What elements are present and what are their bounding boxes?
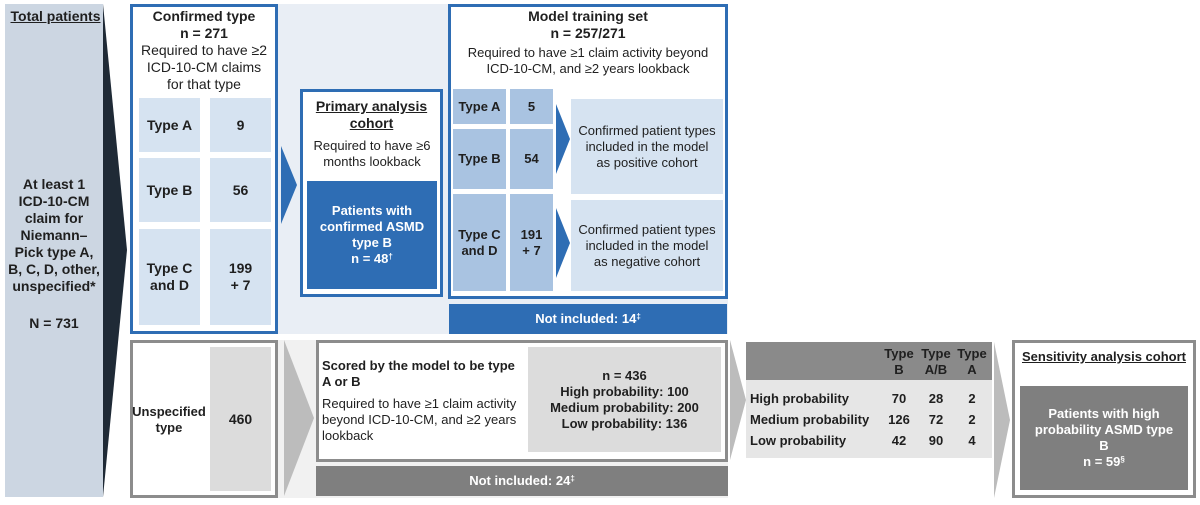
- confirmed-type-n: n = 271: [180, 25, 228, 41]
- training-set-requirement: Required to have ≥1 claim activity beyon…: [467, 45, 709, 76]
- confirmed-row-label: Type C and D: [139, 229, 200, 325]
- probability-table-header-bg: [746, 342, 992, 380]
- confirmed-row-value: 56: [210, 158, 271, 222]
- prob-cell: 4: [968, 433, 976, 448]
- prob-col-header: Type B: [884, 346, 914, 377]
- prob-cell: 72: [928, 412, 944, 427]
- negative-cohort-text: Confirmed patient types included in the …: [571, 200, 723, 291]
- positive-arrow: [556, 104, 570, 174]
- sensitivity-cohort-result-text: Patients with high probability ASMD type…: [1034, 406, 1174, 453]
- total-patients-body: At least 1 ICD-10-CM claim for Niemann–P…: [8, 176, 100, 294]
- training-row-value: 191 + 7: [510, 194, 553, 291]
- training-set-header: Model training set n = 257/271: [451, 8, 725, 42]
- primary-cohort-result-text: Patients with confirmed ASMD type B: [319, 203, 425, 250]
- primary-cohort-result-box: Patients with confirmed ASMD type B n = …: [307, 181, 437, 289]
- table-to-sensitivity-arrow: [994, 342, 1010, 498]
- scored-high: High probability: 100: [560, 383, 689, 399]
- sensitivity-cohort-result-box: Patients with high probability ASMD type…: [1020, 386, 1188, 490]
- unspecified-type-value: 460: [210, 347, 271, 491]
- confirmed-type-title: Confirmed type: [152, 8, 256, 24]
- training-row-label: Type A: [453, 89, 506, 124]
- total-patients-panel: [5, 4, 103, 497]
- prob-col-header: Type A: [957, 346, 987, 377]
- confirmed-type-requirement: Required to have ≥2 ICD-10-CM claims for…: [141, 42, 267, 92]
- total-patients-title: Total patients: [10, 8, 101, 24]
- primary-cohort-title: Primary analysis cohort: [315, 98, 428, 131]
- prob-row-label: Low probability: [750, 433, 847, 448]
- confirmed-row-label: Type B: [139, 158, 200, 222]
- prob-cell: 42: [891, 433, 907, 448]
- prob-cell: 2: [968, 391, 976, 406]
- scored-requirement: Required to have ≥1 claim activity beyon…: [322, 396, 517, 443]
- total-patients-n: N = 731: [29, 315, 79, 331]
- unspecified-type-label: Unspecified type: [132, 404, 206, 435]
- confirmed-type-header: Confirmed type n = 271: [133, 8, 275, 42]
- prob-cell: 28: [928, 391, 944, 406]
- total-patients-arrow: [103, 4, 127, 497]
- scored-not-included: Not included: 24‡: [316, 466, 728, 496]
- unspecified-to-scored-arrow: [284, 340, 314, 496]
- probability-table-body-bg: [746, 380, 992, 458]
- training-set-n: n = 257/271: [550, 25, 626, 41]
- training-row-label: Type C and D: [453, 194, 506, 291]
- scored-low: Low probability: 136: [561, 415, 688, 431]
- confirmed-row-label: Type A: [139, 98, 200, 152]
- training-row-label: Type B: [453, 129, 506, 189]
- scored-title: Scored by the model to be type A or B: [322, 358, 515, 389]
- scored-summary-box: n = 436 High probability: 100 Medium pro…: [528, 347, 721, 452]
- scored-medium: Medium probability: 200: [550, 399, 699, 415]
- positive-cohort-text: Confirmed patient types included in the …: [571, 99, 723, 194]
- prob-cell: 126: [888, 412, 910, 427]
- primary-cohort-result-n: n = 48†: [351, 251, 393, 266]
- confirmed-row-value: 199 + 7: [210, 229, 271, 325]
- prob-col-header: Type A/B: [921, 346, 951, 377]
- sensitivity-cohort-result-n: n = 59§: [1083, 454, 1125, 469]
- negative-arrow: [556, 208, 570, 278]
- prob-cell: 70: [891, 391, 907, 406]
- scored-n: n = 436: [602, 367, 647, 383]
- prob-cell: 2: [968, 412, 976, 427]
- confirmed-row-value: 9: [210, 98, 271, 152]
- training-row-value: 54: [510, 129, 553, 189]
- scored-to-table-arrow: [730, 340, 746, 460]
- sensitivity-cohort-title: Sensitivity analysis cohort: [1021, 349, 1186, 364]
- confirmed-to-primary-arrow: [281, 146, 297, 224]
- prob-row-label: High probability: [750, 391, 849, 406]
- primary-cohort-requirement: Required to have ≥6 months lookback: [313, 138, 431, 169]
- training-set-title: Model training set: [528, 8, 648, 24]
- training-not-included: Not included: 14‡: [449, 304, 727, 334]
- training-row-value: 5: [510, 89, 553, 124]
- prob-row-label: Medium probability: [750, 412, 870, 427]
- prob-cell: 90: [928, 433, 944, 448]
